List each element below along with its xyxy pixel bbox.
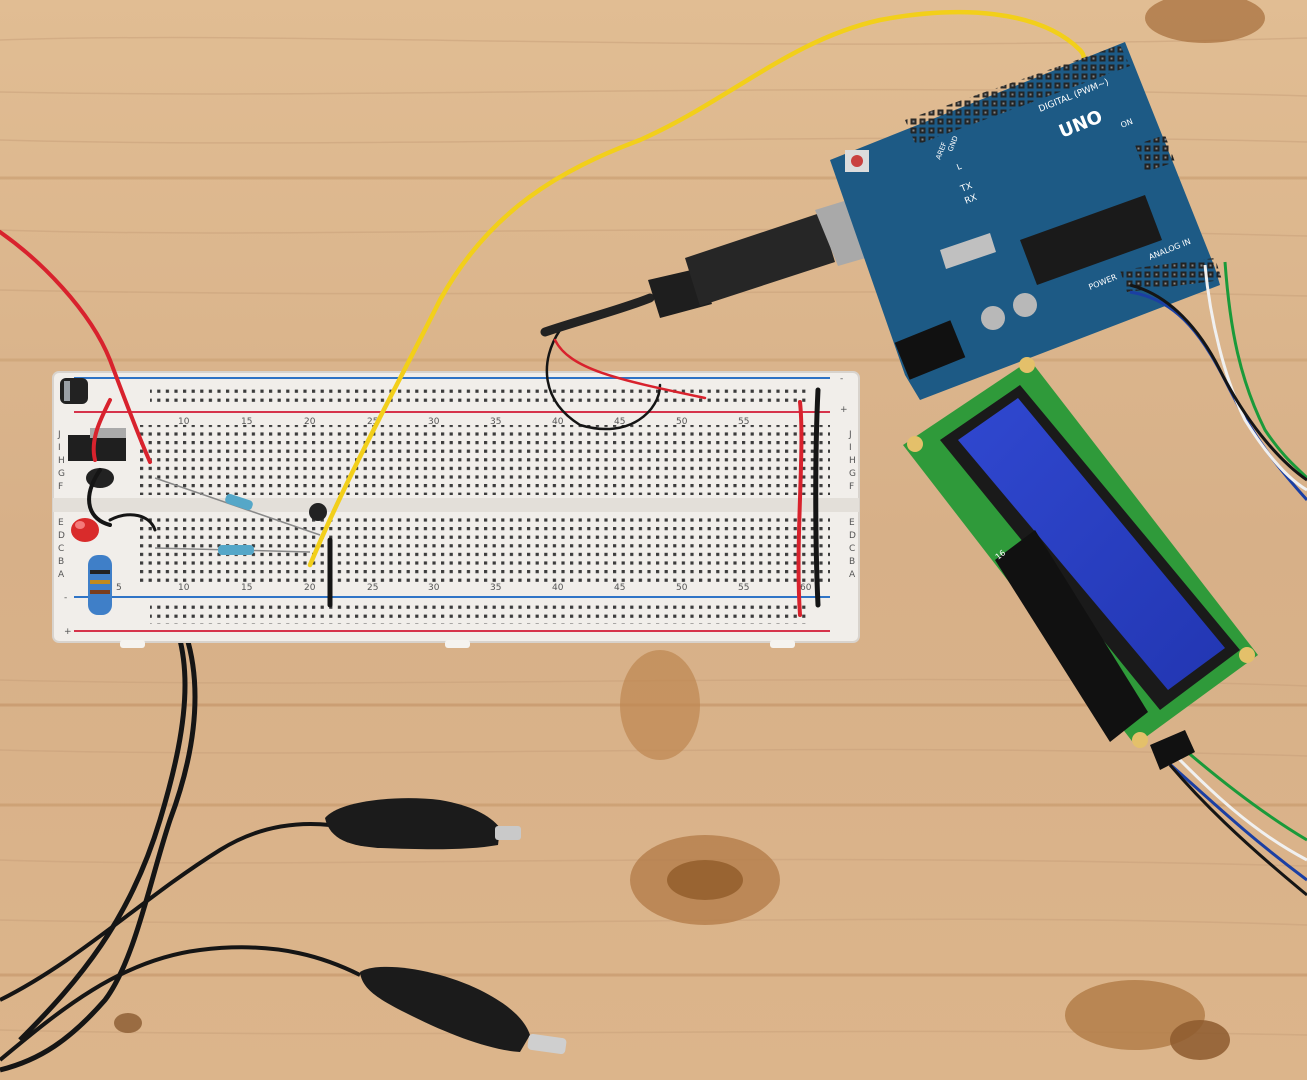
row-letter: B	[849, 557, 855, 567]
row-letter: D	[58, 531, 65, 541]
jumper-wires	[0, 230, 821, 617]
column-number: 5	[116, 583, 122, 593]
row-letter: F	[58, 482, 63, 492]
column-number: 25	[367, 417, 378, 427]
column-number: 25	[367, 583, 378, 593]
column-number: 10	[178, 417, 190, 427]
row-letter: F	[849, 482, 854, 492]
row-letter: I	[849, 443, 852, 453]
row-letter: I	[58, 443, 61, 453]
alligator-clip-icon[interactable]	[360, 966, 567, 1055]
column-number: 50	[676, 417, 688, 427]
column-number: 45	[614, 417, 625, 427]
rail-sign-minus: -	[64, 593, 67, 603]
row-letter: B	[58, 557, 64, 567]
column-number: 30	[428, 417, 440, 427]
rail-sign-plus: +	[840, 405, 848, 415]
column-number: 45	[614, 583, 625, 593]
rail-sign-plus: +	[64, 627, 72, 637]
row-letter: A	[849, 570, 856, 580]
resistor-icon	[154, 477, 321, 536]
breadboard	[52, 371, 860, 648]
column-number: 40	[552, 417, 564, 427]
resistor-icon	[88, 555, 112, 615]
row-letter: A	[58, 570, 65, 580]
column-number: 15	[241, 417, 252, 427]
resistor-icon	[154, 545, 311, 555]
alligator-clip-icon[interactable]	[325, 798, 521, 850]
column-number: 15	[241, 583, 252, 593]
row-letter: H	[58, 456, 65, 466]
lcd-module	[903, 357, 1258, 770]
row-letter: J	[848, 430, 852, 440]
row-letter: G	[849, 469, 856, 479]
column-number: 55	[738, 583, 749, 593]
column-number: 20	[304, 583, 316, 593]
column-number: 60	[800, 583, 812, 593]
led-icon	[71, 518, 99, 542]
column-number: 30	[428, 583, 440, 593]
column-number: 55	[738, 417, 749, 427]
row-letter: E	[849, 518, 855, 528]
column-number: 40	[552, 583, 564, 593]
row-letter: H	[849, 456, 856, 466]
row-letter: E	[58, 518, 64, 528]
arduino-on-label: ON	[1119, 117, 1134, 130]
alligator-clip-leads	[0, 578, 361, 1073]
arduino-l-label: L	[955, 162, 963, 172]
row-letter: J	[57, 430, 61, 440]
row-letter: C	[849, 544, 855, 554]
voltage-regulator-icon	[68, 428, 126, 461]
column-number: 20	[304, 417, 316, 427]
column-number: 35	[490, 583, 501, 593]
column-number: 50	[676, 583, 688, 593]
arduino-rx-label: RX	[963, 193, 978, 207]
yellow-signal-wire	[307, 9, 1087, 568]
arduino-tx-label: TX	[958, 181, 973, 195]
column-number: 10	[178, 583, 190, 593]
i2c-wires	[1129, 261, 1307, 897]
row-letter: D	[849, 531, 856, 541]
column-number: 35	[490, 417, 501, 427]
row-letter: G	[58, 469, 65, 479]
capacitor-icon	[60, 378, 88, 404]
row-letter: C	[58, 544, 64, 554]
arduino-uno-board	[830, 42, 1222, 400]
rail-sign-minus: -	[840, 374, 843, 384]
capacitor-icon	[309, 503, 327, 521]
lcd-screen	[958, 398, 1225, 690]
